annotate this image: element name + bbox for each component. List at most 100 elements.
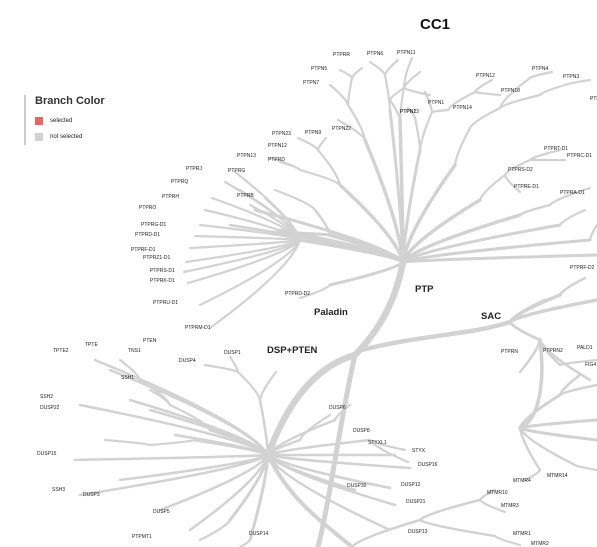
leaf-label[interactable]: PTPRH [162,194,179,200]
leaf-label[interactable]: PTPRB [237,193,254,199]
leaf-label[interactable]: PTPN11 [397,50,416,56]
ptp-twig[interactable] [453,126,472,167]
leaf-label[interactable]: PTPN12 [268,143,287,149]
ptp-twig[interactable] [406,106,417,120]
leaf-label[interactable]: PTPN3 [563,74,579,80]
leaf-label[interactable]: PTPRF-D1 [131,247,156,253]
mtmr-twig[interactable] [558,358,597,367]
dsp-branch[interactable] [93,358,270,457]
leaf-label[interactable]: PTPRZ1-D1 [143,255,170,261]
leaf-label[interactable]: PTPRD-D2 [285,291,310,297]
leaf-label[interactable]: SSH2 [40,394,53,400]
leaf-label[interactable]: PTPRF-D2 [570,265,595,271]
dsp-twig[interactable] [258,398,270,457]
ptp-twig[interactable] [468,106,502,130]
leaf-label[interactable]: PTPRU-D1 [153,300,178,306]
ptp-inner[interactable] [273,188,317,212]
pten-twig[interactable] [478,498,507,514]
dsp-branch[interactable] [266,453,412,470]
leaf-label[interactable]: PTPRS-D2 [508,167,533,173]
leaf-label[interactable]: DUSP8 [353,428,370,434]
ptp-inner[interactable] [268,230,332,237]
dsp-branch[interactable] [266,453,397,507]
leaf-label[interactable]: PTPN18 [501,88,520,94]
leaf-label[interactable]: DUSP30 [347,483,367,489]
leaf-label[interactable]: TPTE2 [53,348,69,354]
leaf-label[interactable]: PTPRD [268,157,285,163]
ptp-twig[interactable] [563,78,592,87]
leaf-label[interactable]: DUSP15 [37,451,57,457]
leaf-label[interactable]: SSH3 [52,487,65,493]
dsp-branch[interactable] [248,453,270,542]
dsp-branch[interactable] [266,453,392,532]
mtmr-stem[interactable] [508,320,542,342]
legend-item-not-selected[interactable]: not selected [35,129,105,145]
leaf-label[interactable]: PTPN23 [272,131,291,137]
trunk-sac[interactable] [359,319,513,353]
dsp-branch[interactable] [266,418,337,457]
ptp-twig[interactable] [403,56,414,82]
leaf-label[interactable]: PTPRC-D1 [567,153,592,159]
leaf-label[interactable]: MTMR2 [531,541,549,547]
leaf-label[interactable]: MTMR3 [501,503,519,509]
trunk-dsp-low[interactable] [266,453,354,547]
ptp-twig[interactable] [338,68,354,80]
leaf-label[interactable]: PTPRN2 [543,348,563,354]
dsp-twig[interactable] [118,358,142,382]
leaf-label[interactable]: MTMR14 [547,473,568,479]
ptp-twig[interactable] [368,60,387,77]
leaf-label[interactable]: PALD1 [577,345,593,351]
ptp-twig[interactable] [388,98,402,122]
leaf-label[interactable]: PTPRO [139,205,156,211]
dsp-branch[interactable] [73,453,270,462]
leaf-label[interactable]: PTPN7 [303,80,319,86]
mtmr-twig[interactable] [573,463,597,472]
leaf-label[interactable]: DUSP13 [408,529,428,535]
leaf-label[interactable]: DUSP21 [406,499,426,505]
pten-branch[interactable] [418,518,497,538]
leaf-label[interactable]: DUSP6 [329,405,346,411]
ptp-inner[interactable] [313,208,332,237]
paladin-twig[interactable] [298,283,332,300]
ptp-twig[interactable] [446,90,477,112]
leaf-label[interactable]: PTPRT-D1 [544,146,568,152]
dsp-twig[interactable] [238,538,252,547]
mtmr-twig[interactable] [523,468,542,482]
leaf-label[interactable]: PTPRM-D1 [185,325,211,331]
leaf-label[interactable]: FIG4 [585,362,596,368]
pten-branch[interactable] [350,518,422,547]
pten-branch[interactable] [418,498,482,522]
leaf-label[interactable]: PTPN12 [476,73,495,79]
dsp-twig[interactable] [148,388,172,407]
leaf-label[interactable]: PTPRS-D1 [150,268,175,274]
ptp-twig[interactable] [518,203,552,217]
ptp-twig[interactable] [346,103,367,142]
dsp-twig[interactable] [203,363,240,374]
trunk-ptp[interactable] [351,258,407,359]
leaf-label[interactable]: PTPN14 [453,105,472,111]
ptp-twig[interactable] [328,83,350,107]
leaf-label[interactable]: PTPRG [228,168,245,174]
leaf-label[interactable]: MTMR4 [513,478,531,484]
leaf-label[interactable]: PTPRD-D1 [135,232,160,238]
ptp-twig[interactable] [548,186,592,207]
leaf-label[interactable]: PTPRQ [171,179,188,185]
leaf-label[interactable]: PTEN [143,338,157,344]
ptp-twig[interactable] [430,108,450,114]
dsp-twig[interactable] [298,413,332,442]
mtmr-twig[interactable] [518,426,542,472]
dsp-branch[interactable] [118,453,270,482]
leaf-label[interactable]: DUSP22 [40,405,60,411]
ptp-twig[interactable] [388,86,406,102]
pten-twig[interactable] [493,534,522,547]
leaf-label[interactable]: DUSP5 [153,509,170,515]
ptp-branch[interactable] [228,223,405,264]
ptp-twig[interactable] [473,90,502,97]
leaf-label[interactable]: PTPRE-D1 [514,184,539,190]
dsp-twig[interactable] [228,355,240,374]
leaf-label[interactable]: MTMR1 [513,531,531,537]
dsp-twig[interactable] [333,403,352,422]
leaf-label[interactable]: PTPN21 [590,96,597,102]
trunk-bottom[interactable] [315,352,358,547]
leaf-label[interactable]: PTPRN [501,349,518,355]
